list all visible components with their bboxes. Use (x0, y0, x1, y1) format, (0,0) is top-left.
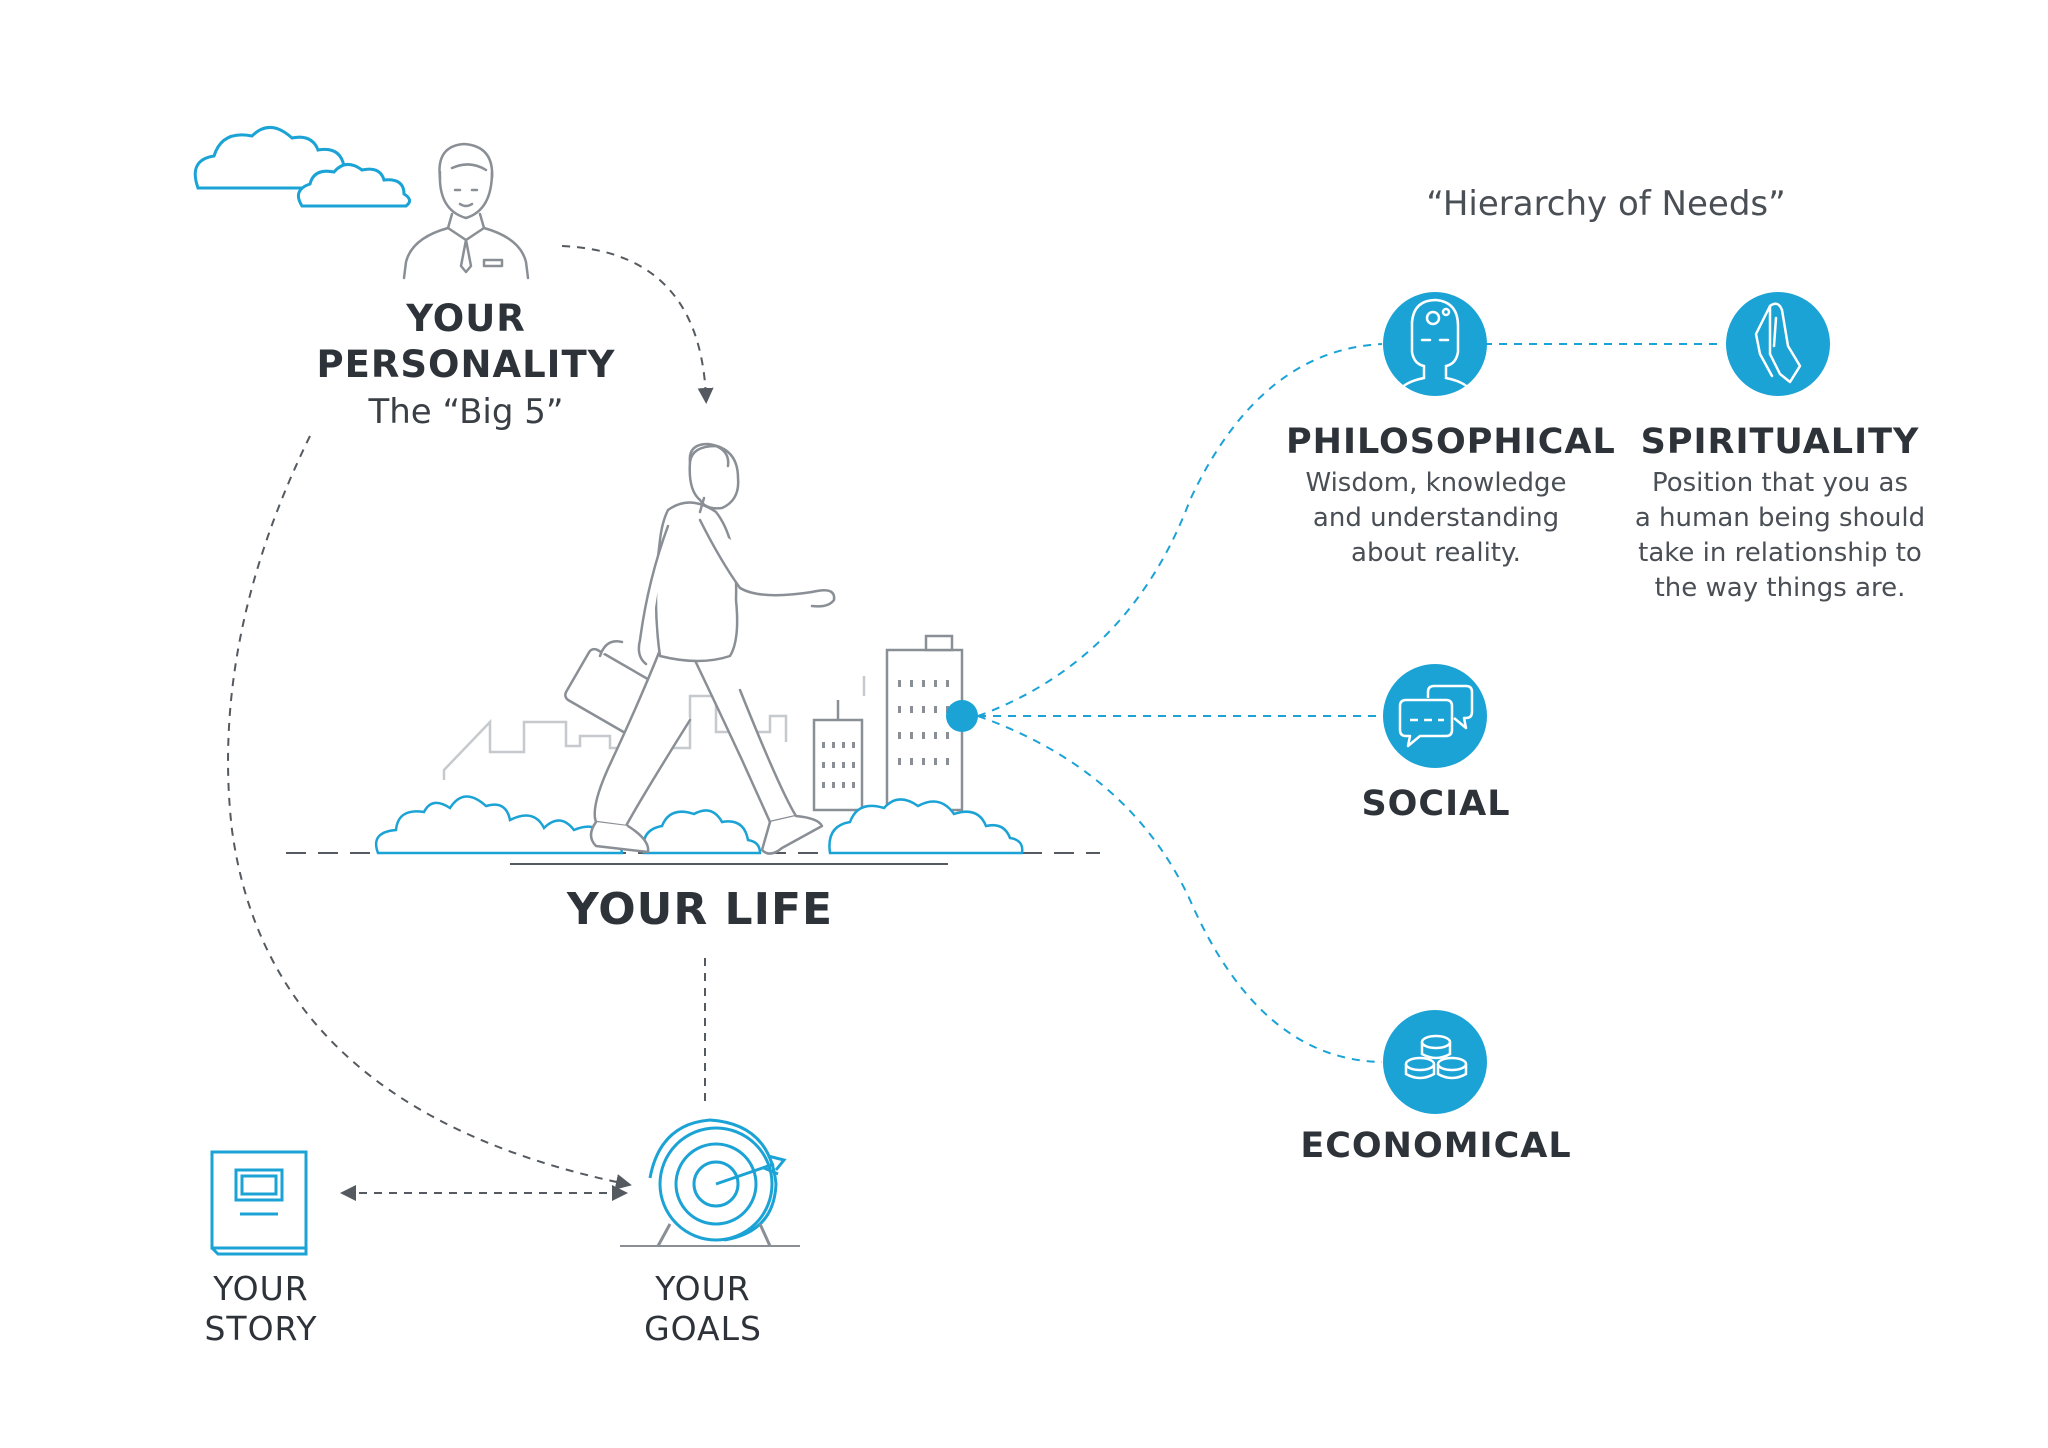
story-label-line1: YOUR (196, 1268, 326, 1309)
story-label-line2: STORY (196, 1308, 326, 1349)
book-icon (212, 1152, 306, 1254)
personality-title-line2: PERSONALITY (316, 342, 616, 388)
economical-title: ECONOMICAL (1266, 1126, 1606, 1166)
target-icon (620, 1120, 800, 1246)
social-title: SOCIAL (1286, 784, 1586, 824)
head-gears-icon (1383, 292, 1487, 396)
philosophical-desc-line1: Wisdom, knowledge (1286, 466, 1586, 501)
goals-label-line1: YOUR (638, 1268, 768, 1309)
philosophical-title: PHILOSOPHICAL (1286, 422, 1586, 462)
spirituality-title: SPIRITUALITY (1630, 422, 1930, 462)
spirituality-desc-line4: the way things are. (1630, 571, 1930, 606)
goals-label-line2: GOALS (638, 1308, 768, 1349)
spirituality-desc-line1: Position that you as (1630, 466, 1930, 501)
praying-hands-icon (1726, 292, 1830, 396)
philosophical-desc-line3: about reality. (1286, 536, 1586, 571)
coins-icon (1383, 1010, 1487, 1114)
personality-title-line1: YOUR (366, 296, 566, 342)
hierarchy-title: “Hierarchy of Needs” (1406, 184, 1806, 224)
philosophical-desc-line2: and understanding (1286, 501, 1586, 536)
personality-subtitle: The “Big 5” (336, 392, 596, 432)
businessman-icon (404, 144, 528, 278)
spirituality-desc-line2: a human being should (1630, 501, 1930, 536)
life-title: YOUR LIFE (540, 884, 860, 935)
cloud-icon (195, 127, 409, 206)
spirituality-desc-line3: take in relationship to (1630, 536, 1930, 571)
walking-man-icon (563, 444, 834, 854)
speech-bubbles-icon (1383, 664, 1487, 768)
